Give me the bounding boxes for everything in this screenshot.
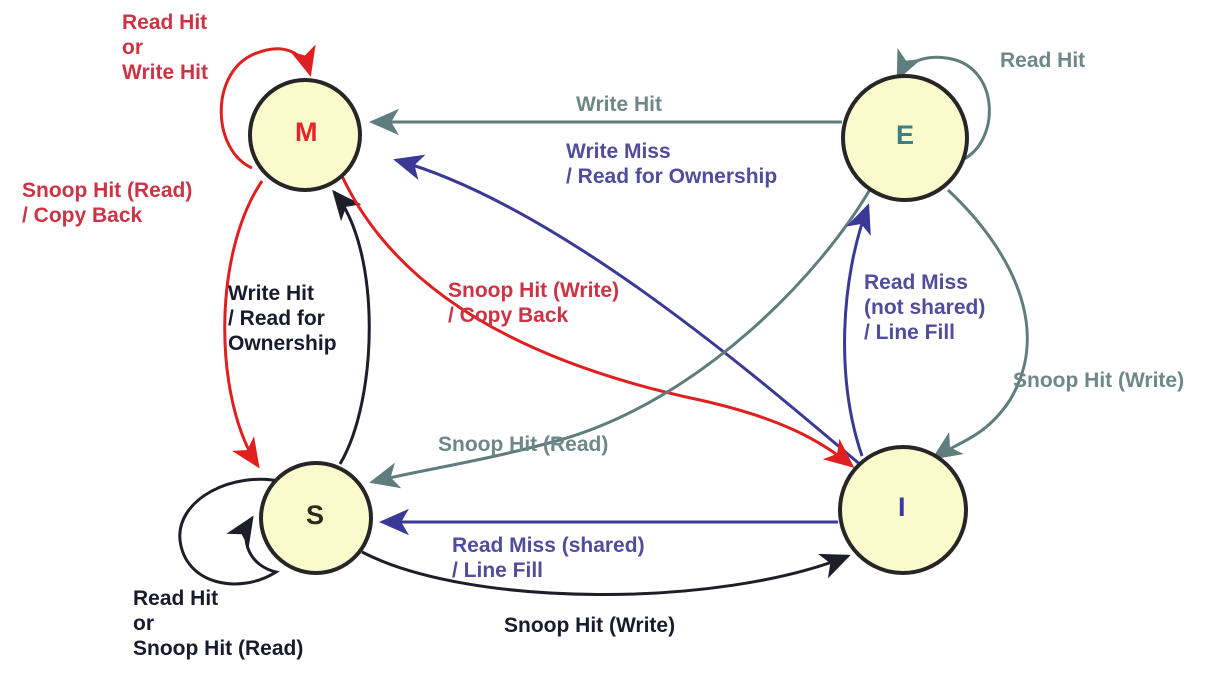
node-label-e: E [896, 120, 915, 150]
edge-i-to-m [393, 154, 863, 468]
edge-label-e-to-m: Write Hit [576, 93, 662, 116]
edge-m-to-s [223, 180, 264, 469]
edge-s-self [178, 477, 284, 586]
node-e[interactable] [841, 74, 969, 202]
node-label-s: S [306, 500, 325, 530]
edge-m-to-i [340, 175, 855, 468]
edge-label-s-to-m-line1: Write Hit [228, 282, 314, 305]
edge-label-i-to-s-line1: Read Miss (shared) [452, 534, 645, 557]
edge-label-m-self-line1: Read Hit [122, 11, 208, 34]
edge-label-s-self-line3: Snoop Hit (Read) [133, 637, 304, 660]
edge-label-s-self-line1: Read Hit [133, 587, 219, 610]
edge-s-to-i [361, 550, 851, 596]
edge-label-e-to-i: Snoop Hit (Write) [1013, 369, 1185, 392]
edge-label-s-to-m-line2: / Read for [228, 307, 325, 330]
edge-label-m-to-i-line1: Snoop Hit (Write) [448, 279, 620, 302]
node-i[interactable] [838, 445, 968, 575]
edge-label-m-to-s-line2: / Copy Back [22, 204, 143, 227]
node-s[interactable] [259, 461, 373, 575]
edge-label-m-self-line3: Write Hit [122, 61, 208, 84]
edge-s-to-m [332, 189, 371, 465]
edge-label-i-to-s-line2: / Line Fill [452, 559, 544, 582]
edge-label-e-self: Read Hit [1000, 49, 1086, 72]
node-label-i: I [898, 492, 906, 522]
edge-m-self [219, 44, 316, 170]
edge-e-to-i [931, 188, 1029, 460]
edge-label-s-to-m-line3: Ownership [228, 332, 337, 355]
edge-label-m-self-line2: or [122, 36, 143, 59]
edge-e-to-s [369, 185, 874, 489]
edge-i-to-e [843, 203, 871, 457]
edge-label-i-to-m-line1: Write Miss [566, 140, 671, 163]
node-m[interactable] [248, 78, 362, 192]
edge-label-e-to-s: Snoop Hit (Read) [438, 433, 609, 456]
edge-label-m-to-s-line1: Snoop Hit (Read) [22, 179, 193, 202]
edge-label-i-to-e-line1: Read Miss [864, 271, 968, 294]
node-label-m: M [295, 117, 318, 147]
edge-label-s-to-i: Snoop Hit (Write) [504, 614, 676, 637]
edge-label-i-to-m-line2: / Read for Ownership [566, 165, 778, 188]
edge-label-i-to-e-line3: / Line Fill [864, 321, 956, 344]
edge-label-m-to-i-line2: / Copy Back [448, 304, 569, 327]
edge-e-self [896, 47, 991, 162]
edge-label-i-to-e-line2: (not shared) [864, 296, 986, 319]
edge-label-s-self-line2: or [133, 612, 154, 635]
